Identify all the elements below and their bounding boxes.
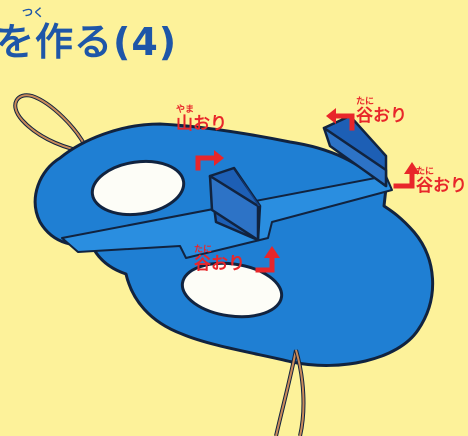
eye-hole-bottom <box>180 261 284 319</box>
eye-hole-top <box>90 159 186 217</box>
label-tani-ori-right-ruby: たに <box>416 167 435 177</box>
label-tani-ori-center: たに 谷おり <box>194 246 245 273</box>
arrow-tani-ori-center-icon <box>255 253 275 273</box>
label-tani-ori-center-text: 谷おり <box>194 254 245 274</box>
arrow-yama-ori-icon <box>195 155 217 171</box>
title-ruby: つく <box>22 6 44 19</box>
arrow-tani-ori-top-icon <box>333 113 355 131</box>
label-tani-ori-top-text: 谷おり <box>356 106 407 126</box>
label-yama-ori-ruby: やま <box>176 105 195 115</box>
label-tani-ori-top: たに 谷おり <box>356 98 407 125</box>
label-tani-ori-right: たに 谷おり <box>416 168 467 195</box>
label-yama-ori-text: 山おり <box>176 114 227 134</box>
label-yama-ori: やま 山おり <box>176 106 227 133</box>
page-title: を作る(4) <box>0 20 178 64</box>
label-tani-ori-right-text: 谷おり <box>416 176 467 196</box>
label-tani-ori-top-ruby: たに <box>356 97 375 107</box>
label-tani-ori-center-ruby: たに <box>194 245 213 255</box>
arrow-tani-ori-right-icon <box>393 169 415 189</box>
